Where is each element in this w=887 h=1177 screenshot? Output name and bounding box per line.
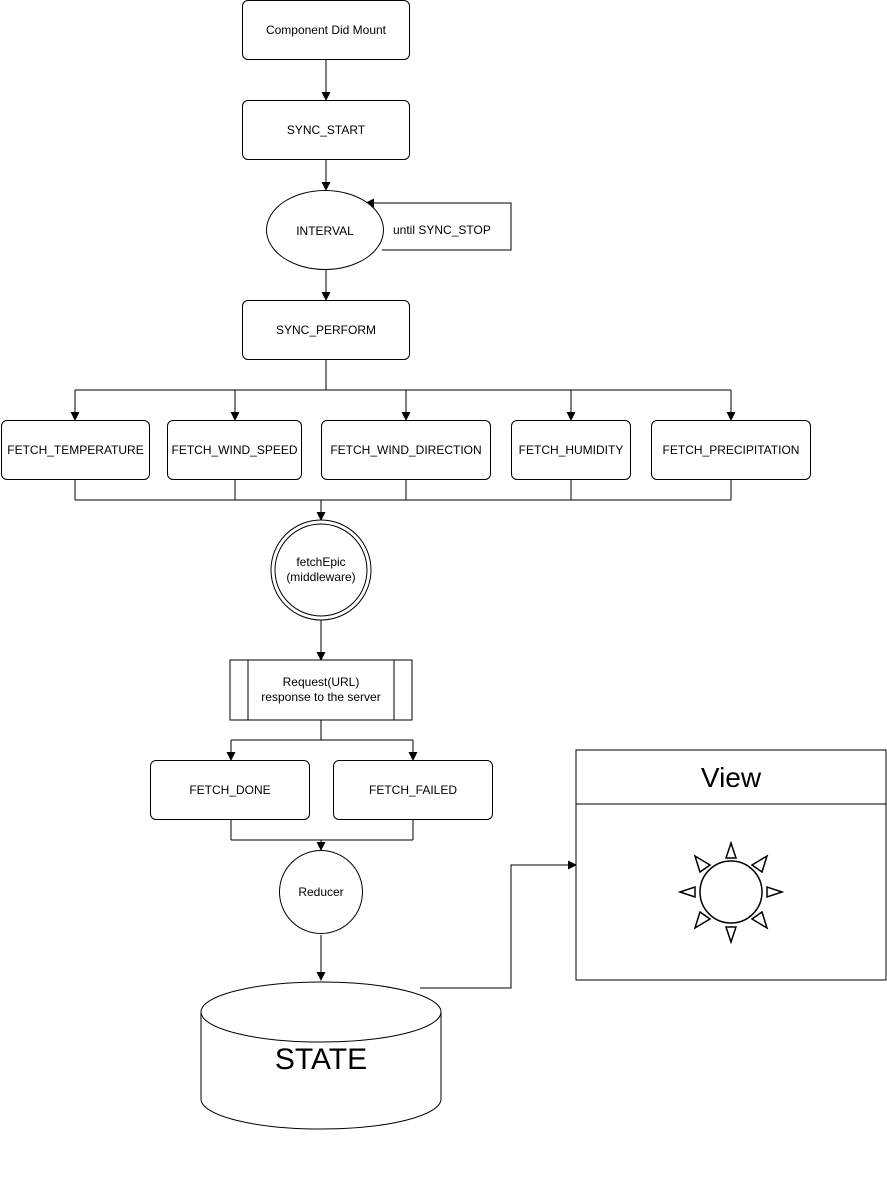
request-node: Request(URL) response to the server xyxy=(248,660,394,720)
reducer-label: Reducer xyxy=(298,884,344,899)
sync-start-node: SYNC_START xyxy=(242,100,410,160)
fetch-precipitation-label: FETCH_PRECIPITATION xyxy=(662,442,800,457)
interval-node: INTERVAL xyxy=(266,190,384,270)
fetch-wind-speed-label: FETCH_WIND_SPEED xyxy=(171,442,298,457)
component-did-mount-label: Component Did Mount xyxy=(265,22,387,37)
fetch-done-node: FETCH_DONE xyxy=(150,760,310,820)
fetch-epic-outer-ring xyxy=(270,519,372,621)
view-title: View xyxy=(576,752,886,804)
sync-perform-label: SYNC_PERFORM xyxy=(275,322,376,337)
fetch-wind-direction-node: FETCH_WIND_DIRECTION xyxy=(321,420,491,480)
state-node: STATE xyxy=(201,1030,441,1090)
interval-label: INTERVAL xyxy=(296,224,354,238)
state-cylinder-rim xyxy=(200,1011,442,1043)
fetch-epic-inner-ring xyxy=(274,523,368,617)
reducer-node: Reducer xyxy=(279,850,363,934)
request-label-line2: response to the server xyxy=(261,690,381,704)
arrow-interval-loop xyxy=(365,198,512,251)
fetch-humidity-label: FETCH_HUMIDITY xyxy=(518,442,624,457)
fetch-done-label: FETCH_DONE xyxy=(189,782,271,797)
fetch-wind-direction-label: FETCH_WIND_DIRECTION xyxy=(330,442,482,457)
fetch-temperature-node: FETCH_TEMPERATURE xyxy=(1,420,150,480)
view-title-label: View xyxy=(700,762,762,793)
fetch-epic-label-line2: (middleware) xyxy=(286,570,356,584)
component-did-mount-node: Component Did Mount xyxy=(242,0,410,60)
state-label: STATE xyxy=(274,1043,368,1076)
fetch-epic-label-line1: fetchEpic xyxy=(296,555,346,569)
request-process-box xyxy=(229,659,413,721)
state-cylinder-body xyxy=(200,981,442,1130)
fetch-wind-speed-node: FETCH_WIND_SPEED xyxy=(167,420,302,480)
request-label-line1: Request(URL) xyxy=(282,675,360,689)
sun-icon xyxy=(677,840,785,945)
arrow-state-to-view xyxy=(420,860,577,989)
sync-start-label: SYNC_START xyxy=(286,122,366,137)
sync-perform-node: SYNC_PERFORM xyxy=(242,300,410,360)
fetch-humidity-node: FETCH_HUMIDITY xyxy=(511,420,631,480)
fetch-temperature-label: FETCH_TEMPERATURE xyxy=(7,442,144,457)
fetch-precipitation-node: FETCH_PRECIPITATION xyxy=(651,420,811,480)
fetch-epic-node: fetchEpic (middleware) xyxy=(271,520,371,620)
loop-edge-label: until SYNC_STOP xyxy=(393,223,491,237)
fetch-failed-label: FETCH_FAILED xyxy=(368,782,458,797)
fetch-failed-node: FETCH_FAILED xyxy=(333,760,493,820)
